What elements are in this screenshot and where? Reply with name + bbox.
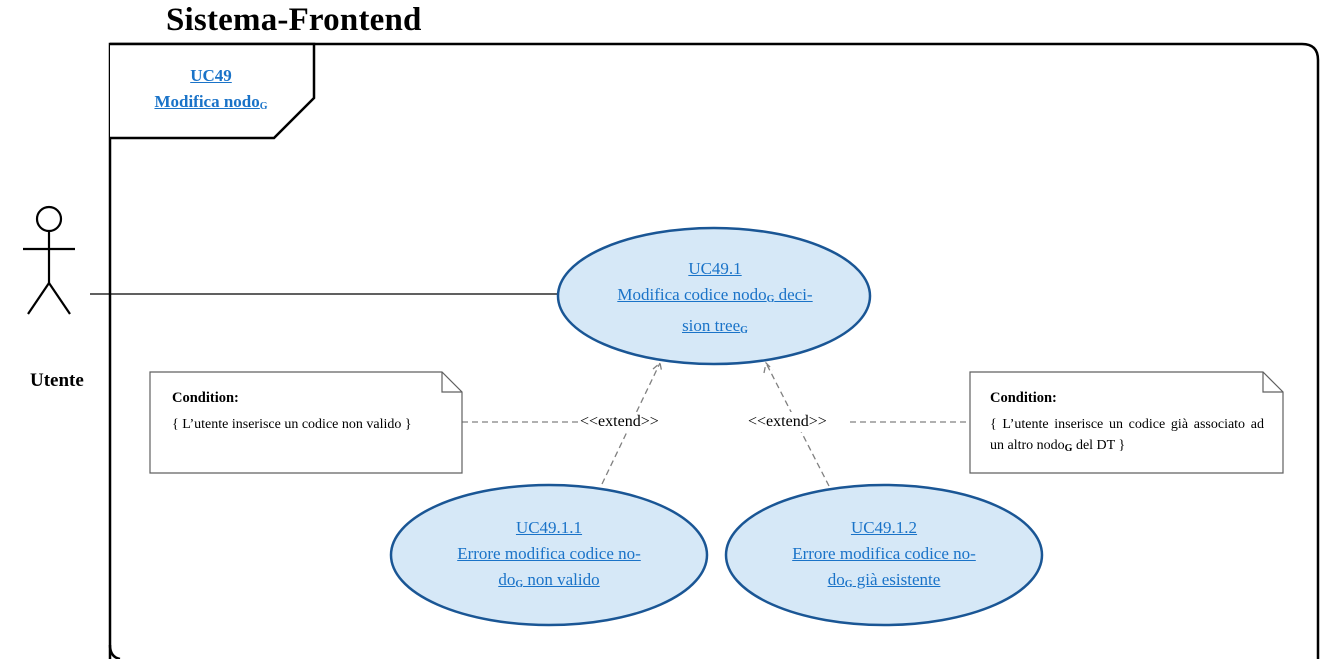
extend-line-right <box>763 361 830 487</box>
frame-id-link[interactable]: UC49 <box>190 66 232 85</box>
uc49-1-1-id[interactable]: UC49.1.1 <box>515 518 583 537</box>
note-right-text: { L’utente inserisce un codice già assoc… <box>990 417 1264 454</box>
extend-line-left <box>601 361 663 485</box>
use-case-uc49-1-2-ellipse[interactable] <box>724 483 1044 627</box>
note-left-title: Condition: <box>172 390 239 406</box>
note-right-shape <box>969 371 1284 474</box>
extend-label-left: <<extend>> <box>578 412 661 432</box>
uc49-1-title-line2[interactable]: sion treeG <box>682 316 748 336</box>
uc49-1-2-title-line2[interactable]: doG già esistente <box>827 570 941 590</box>
uc49-1-1-title-line1[interactable]: Errore modifica codice no- <box>457 544 641 563</box>
note-right: Condition: { L’utente inserisce un codic… <box>990 388 1264 459</box>
use-case-uc49-1-1-ellipse[interactable] <box>389 483 709 627</box>
system-boundary <box>108 42 1320 659</box>
uc49-1-2-title-line1[interactable]: Errore modifica codice no- <box>792 544 976 563</box>
note-right-title: Condition: <box>990 390 1057 406</box>
system-boundary-bottom-left-corner <box>108 644 121 659</box>
glossary-mark: G <box>259 101 268 112</box>
note-left-text: { L’utente inserisce un codice non valid… <box>172 417 412 432</box>
use-case-uc49-1-ellipse[interactable] <box>556 226 872 366</box>
frame-label: UC49 Modifica nodoG <box>110 63 312 120</box>
frame-name-link[interactable]: Modifica nodoG <box>154 92 268 112</box>
uc49-1-id[interactable]: UC49.1 <box>688 259 742 278</box>
note-right-fold <box>1262 372 1283 393</box>
uc49-1-1-title-line2[interactable]: doG non valido <box>498 570 600 590</box>
use-case-uc49-1-2[interactable]: UC49.1.2 Errore modifica codice no- doG … <box>740 515 1028 598</box>
extend-label-right: <<extend>> <box>746 412 829 432</box>
note-left-fold <box>441 372 462 393</box>
actor-figure <box>23 205 75 315</box>
note-left-shape <box>149 371 463 474</box>
uc49-1-2-id[interactable]: UC49.1.2 <box>850 518 918 537</box>
system-title: Sistema-Frontend <box>166 2 422 38</box>
note-left: Condition: { L’utente inserisce un codic… <box>172 388 442 435</box>
use-case-uc49-1[interactable]: UC49.1 Modifica codice nodoG deci- sion … <box>572 256 858 344</box>
use-case-uc49-1-1[interactable]: UC49.1.1 Errore modifica codice no- doG … <box>405 515 693 598</box>
actor-name: Utente <box>30 370 84 391</box>
frame-tag <box>110 42 316 140</box>
uc49-1-title-line1[interactable]: Modifica codice nodoG deci- <box>617 285 813 305</box>
